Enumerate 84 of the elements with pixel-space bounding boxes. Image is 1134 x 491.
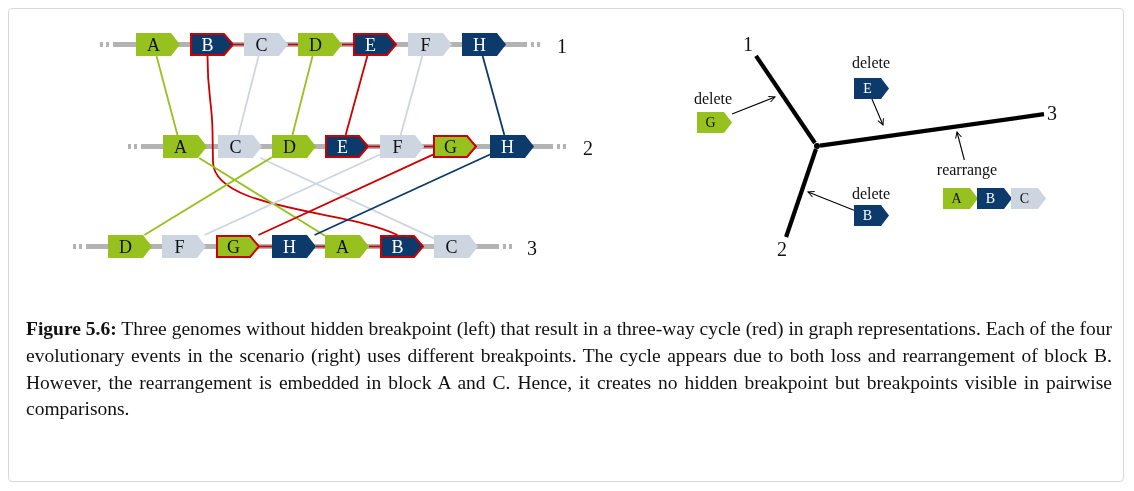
gene-block <box>298 33 342 56</box>
connector-line <box>203 153 381 236</box>
gene-label: C <box>229 137 242 156</box>
gene-label: F <box>392 137 403 156</box>
gene-label: E <box>337 137 348 156</box>
gene-block <box>108 235 152 258</box>
gene-block <box>162 235 206 258</box>
gene-block <box>408 33 452 56</box>
arrow <box>955 131 965 161</box>
connector-line <box>198 157 326 237</box>
gene-block <box>1011 188 1046 209</box>
connector-line <box>291 55 314 136</box>
gene-block <box>136 33 180 56</box>
gene-block <box>244 33 288 56</box>
gene-label: F <box>174 237 185 256</box>
gene-block <box>977 188 1012 209</box>
gene-label: B <box>862 208 873 223</box>
event-label: rearrange <box>928 160 1006 180</box>
gene-block <box>325 235 369 258</box>
arrow <box>871 98 884 126</box>
gene-label: A <box>174 137 187 156</box>
genome-number: 2 <box>583 138 593 158</box>
gene-block <box>353 33 397 56</box>
connector-line <box>143 156 273 236</box>
gene-label: A <box>951 191 962 206</box>
connector-line <box>313 153 491 236</box>
gene-block <box>216 235 260 258</box>
gene-block <box>462 33 506 56</box>
connector-line <box>155 55 179 136</box>
gene-block <box>854 78 889 99</box>
gene-label: A <box>336 237 349 256</box>
event-label: delete <box>843 53 899 73</box>
gene-block <box>943 188 978 209</box>
gene-label: B <box>391 237 404 256</box>
tree-branch <box>819 112 1045 148</box>
gene-label: G <box>444 137 457 156</box>
arrow <box>807 190 855 211</box>
arrow <box>731 95 776 115</box>
event-label: delete <box>843 184 899 204</box>
gene-label: B <box>985 191 996 206</box>
gene-label: D <box>283 137 296 156</box>
gene-label: E <box>365 35 376 54</box>
connector-line <box>344 55 369 136</box>
genome-number: 1 <box>740 32 756 56</box>
event-label: delete <box>685 89 741 109</box>
genome-number: 3 <box>1044 101 1060 125</box>
connector-line <box>481 55 506 136</box>
gene-block <box>325 135 369 158</box>
genome-number: 2 <box>774 237 790 261</box>
gene-label: H <box>501 137 514 156</box>
gene-label: G <box>227 237 240 256</box>
gene-label: C <box>255 35 268 54</box>
gene-label: H <box>283 237 296 256</box>
gene-block <box>433 135 477 158</box>
gene-block <box>434 235 478 258</box>
connector-line <box>399 55 424 136</box>
connector-line <box>206 55 399 236</box>
gene-block <box>218 135 262 158</box>
tree-branch <box>754 54 817 145</box>
figure-caption: Figure 5.6: Three genomes without hidden breakpoint (left) that result in a three-way cycle (red) in graph representations. Each of the four evolutionary events in the scenario (right) uses different breakpoints. The cycle appears due to both loss and rearrangement of block B. However, the rearrangement is embedded in block A and C. Hence, it creates no hidden breakpoint but breakpoints visible in pairwise comparisons. <box>26 317 1112 422</box>
gene-block <box>697 112 732 133</box>
gene-label: H <box>473 35 486 54</box>
genome-number: 1 <box>557 36 567 56</box>
gene-label: C <box>445 237 458 256</box>
branch-point <box>814 143 820 149</box>
gene-block <box>380 235 424 258</box>
tree-branch <box>784 148 818 238</box>
gene-label: D <box>309 35 322 54</box>
gene-block <box>163 135 207 158</box>
gene-block <box>490 135 534 158</box>
genome-number: 3 <box>527 238 537 258</box>
gene-label: B <box>201 35 214 54</box>
gene-label: E <box>863 81 872 96</box>
gene-block <box>272 235 316 258</box>
gene-block <box>190 33 234 56</box>
gene-block <box>272 135 316 158</box>
gene-label: G <box>705 115 716 130</box>
gene-label: A <box>147 35 160 54</box>
connector-line <box>237 55 260 136</box>
gene-block <box>380 135 424 158</box>
gene-label: F <box>420 35 431 54</box>
gene-label: D <box>119 237 132 256</box>
gene-block <box>854 205 889 226</box>
gene-label: C <box>1019 191 1030 206</box>
